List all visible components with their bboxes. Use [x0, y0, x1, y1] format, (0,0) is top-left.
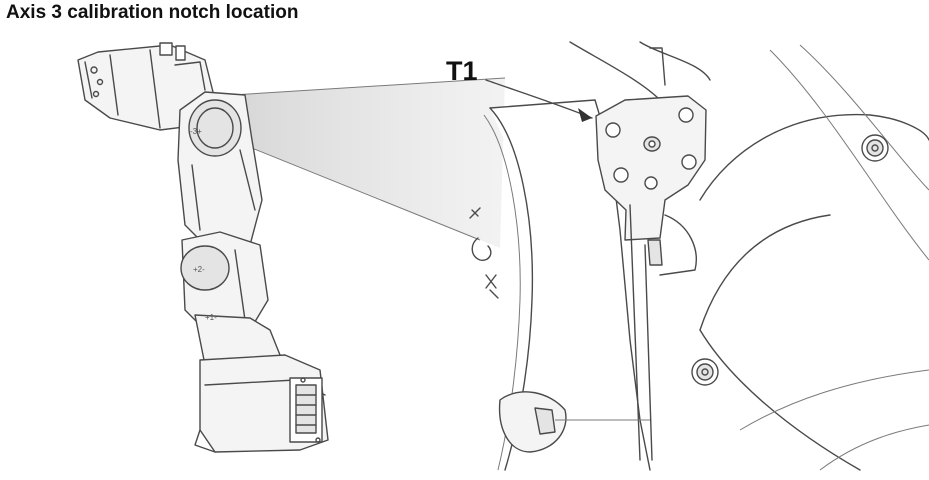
page-title: Axis 3 calibration notch location [6, 2, 299, 23]
axis2-marking: +2- [193, 265, 205, 274]
calibration-notch [647, 239, 663, 266]
robot-arm: -3+ +2- +1- [77, 42, 329, 453]
detail-view [469, 41, 929, 471]
callout-label-t1: T1 [446, 56, 478, 86]
callout-t1: T1 [446, 56, 593, 122]
notch-slot [629, 204, 641, 461]
axis3-marking: -3+ [190, 127, 202, 136]
calibration-plate [595, 95, 707, 241]
axis1-marking: +1- [205, 313, 217, 322]
magnification-beam [231, 77, 506, 248]
bolt-lower [691, 358, 719, 386]
bolt-upper [861, 134, 889, 162]
